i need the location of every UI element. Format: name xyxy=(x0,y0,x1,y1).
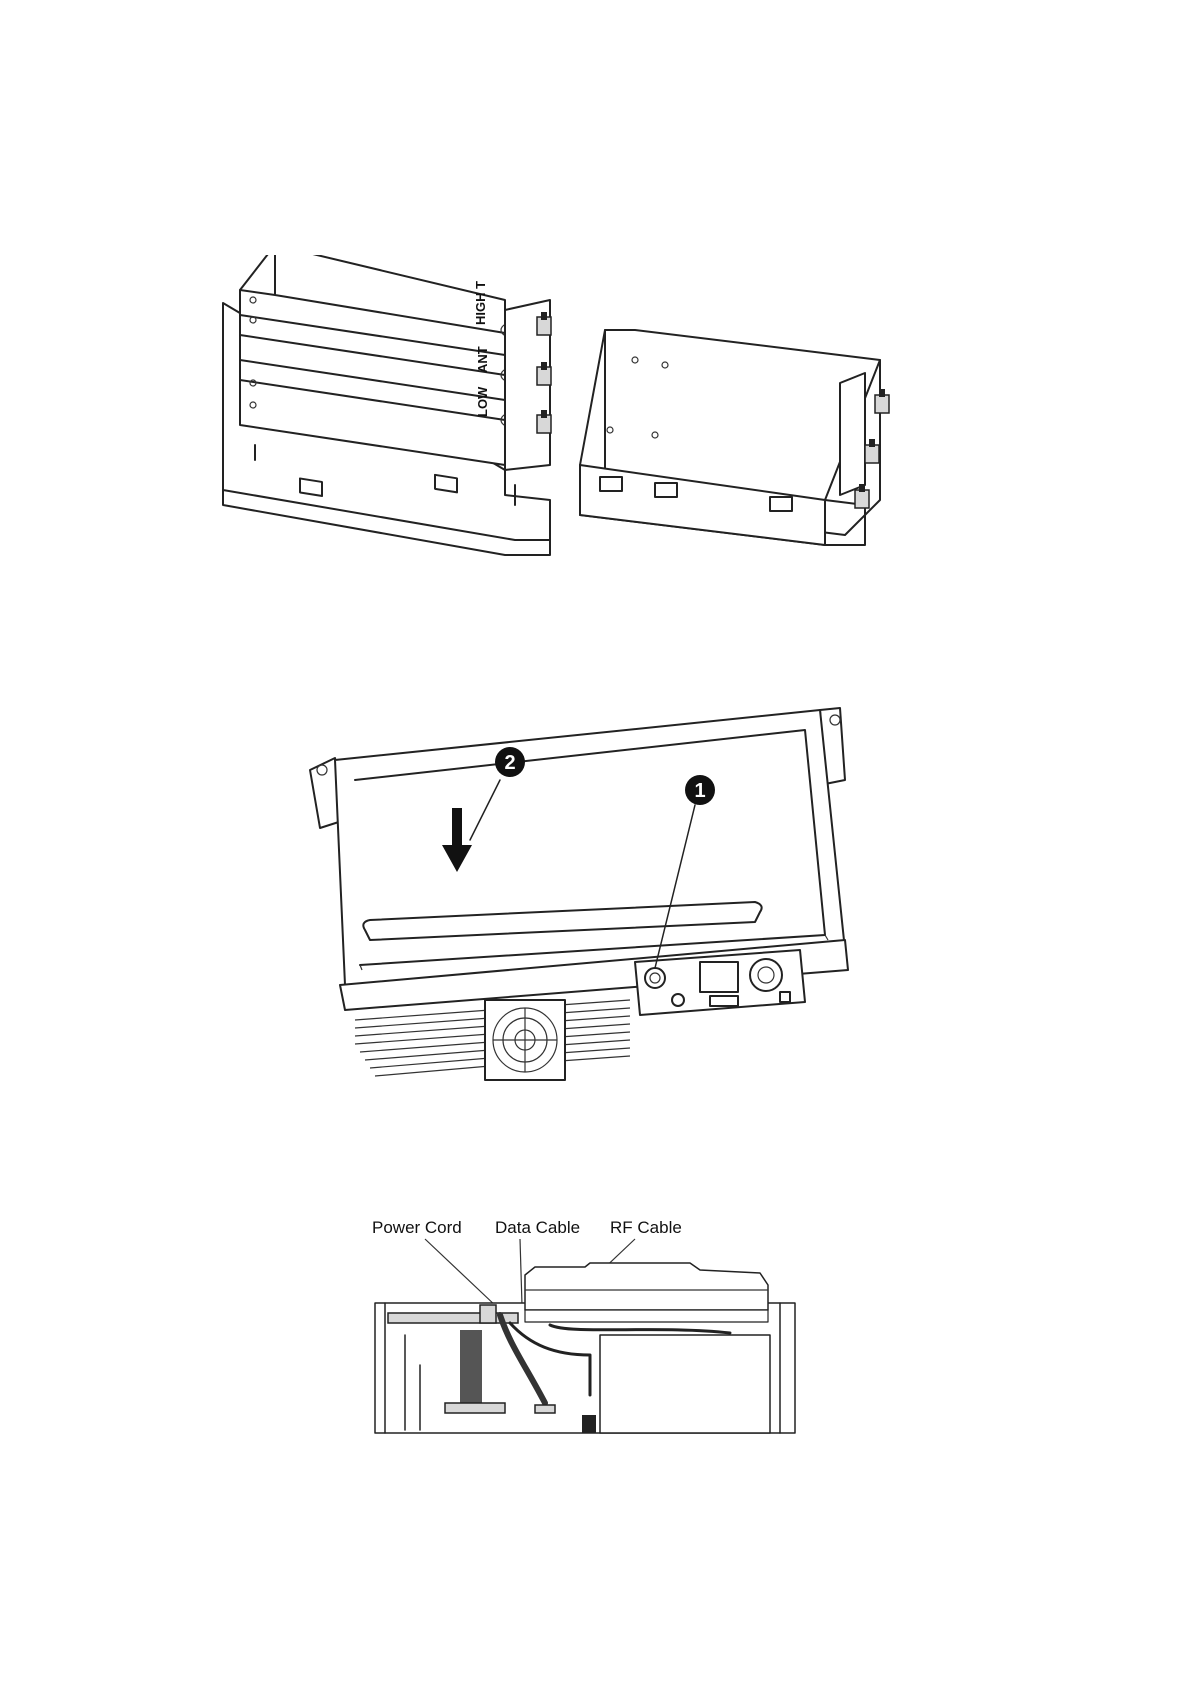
rf-connector xyxy=(750,959,782,991)
unit-main-panel xyxy=(335,710,845,985)
label-data-cable: Data Cable xyxy=(495,1218,580,1237)
cable-routing-figure: Power Cord Data Cable RF Cable xyxy=(360,1215,810,1435)
port-label-ant: ANT xyxy=(475,346,490,373)
callout-2-number: 2 xyxy=(504,752,515,774)
unit-front-figure: 2 1 xyxy=(300,700,870,1110)
callout-1-number: 1 xyxy=(694,780,705,802)
port-label-low: LOW xyxy=(475,386,490,417)
duplexer-figure: HIGH T ANT LOW xyxy=(215,255,955,575)
connector-icon xyxy=(537,312,551,433)
label-rf-cable: RF Cable xyxy=(610,1218,682,1237)
power-connector xyxy=(645,968,665,988)
duplexer-unit xyxy=(525,1263,768,1310)
port-label-high: HIGH T xyxy=(473,281,488,325)
ribbon-cable xyxy=(460,1330,482,1410)
label-power-cord: Power Cord xyxy=(372,1218,462,1237)
connector-block xyxy=(582,1415,596,1433)
